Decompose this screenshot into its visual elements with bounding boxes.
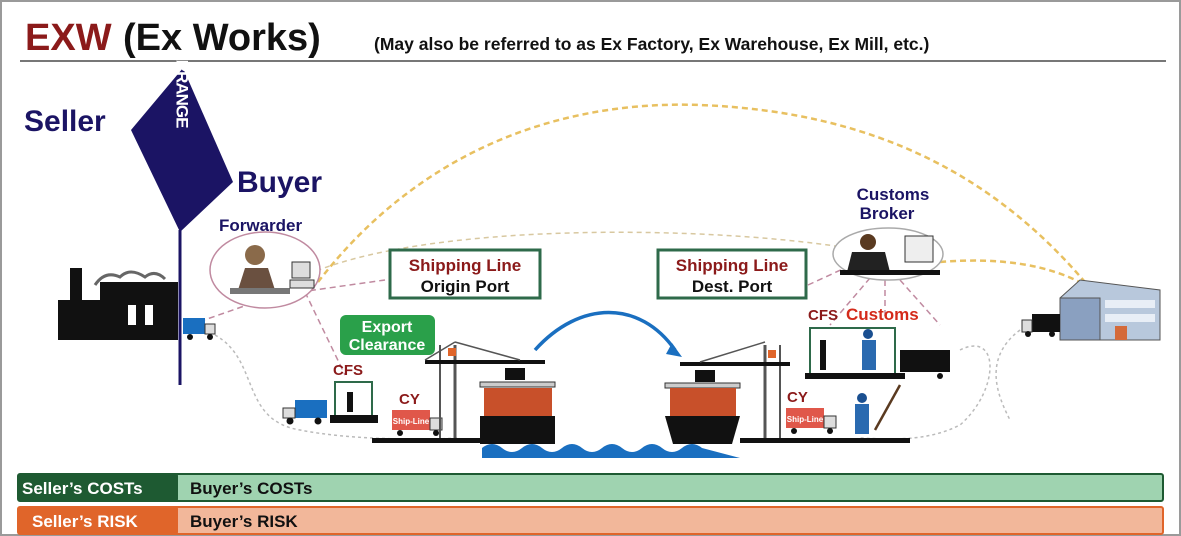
factory-icon [58,268,178,340]
buyer-risk-label: Buyer’s RISK [190,512,298,531]
customs-officer-icon [855,384,902,434]
broker-label-line1: Customs [857,185,930,204]
buyer-costs-label: Buyer’s COSTs [190,479,313,498]
dest-dock [740,438,910,443]
dest-port-line2: Dest. Port [692,277,773,296]
seller-costs-bar [18,474,178,501]
forwarder-person-icon [230,245,315,294]
export-clearance-line1: Export [362,319,413,336]
seller-costs-label: Seller’s COSTs [22,479,143,498]
shipping-arrow [533,310,677,352]
origin-port-box [388,248,542,300]
arrange-label: ARRANGE [173,49,192,129]
buyer-label: Buyer [237,166,322,199]
title-subtitle: (May also be referred to as Ex Factory, … [374,34,929,54]
warehouse-building-icon [1059,279,1161,341]
link-forwarder-origin [299,279,386,293]
cfs-dest-label: CFS [808,307,838,324]
sea-waves [482,444,740,458]
export-clearance-badge [340,315,435,355]
forwarder-label: Forwarder [219,216,303,235]
origin-dock [372,438,480,443]
broker-person-icon [840,234,940,275]
truck-icon-buyer [1021,314,1060,337]
cy-origin-label: CY [399,391,420,408]
crane-dest-icon [680,341,790,438]
crane-origin-icon [424,341,545,438]
broker-label-line2: Broker [860,204,915,223]
cfs-customs-icon [805,327,950,379]
cy-dest-label: CY [787,389,808,406]
link-broker-customs [807,267,941,326]
customs-label: Customs [846,305,919,324]
shipline-truck-origin-icon: Ship-Line [392,410,443,436]
ship-origin-icon [479,368,556,444]
seller-risk-bar [18,507,178,534]
seller-label: Seller [24,105,106,138]
cfs-origin-icon [330,381,378,423]
link-forwarder-cfs [304,291,346,376]
route-broker-building [939,259,1086,287]
shipping-arrow-head [666,343,682,357]
cfs-origin-label: CFS [333,362,363,379]
svg-text:Ship-Line: Ship-Line [787,415,824,424]
route-curve-main [317,103,1091,289]
title-code: EXW [25,17,112,59]
route-building [995,329,1021,421]
truck-icon-seller [183,318,216,340]
truck-icon-cfs [282,400,327,425]
dest-port-box [656,248,808,300]
title-name: (Ex Works) [123,17,321,59]
route-curve-broker [299,231,861,279]
origin-port-line1: Shipping Line [409,256,521,275]
origin-port-line2: Origin Port [421,277,510,296]
dest-port-line1: Shipping Line [676,256,788,275]
ship-dest-icon [664,370,741,444]
export-clearance-line2: Clearance [349,337,426,354]
seller-risk-label: Seller’s RISK [32,512,139,531]
arrange-flag [131,68,233,232]
shipline-truck-dest-icon: Ship-Line [786,408,837,434]
link-seller-forwarder [189,289,291,326]
svg-text:Ship-Line: Ship-Line [393,417,430,426]
